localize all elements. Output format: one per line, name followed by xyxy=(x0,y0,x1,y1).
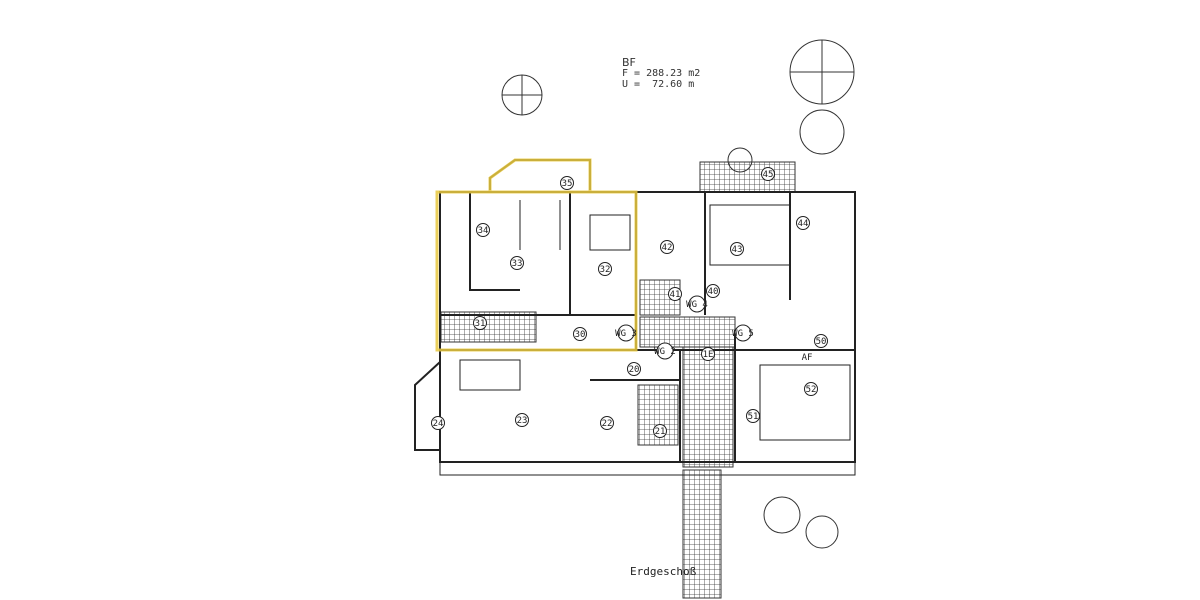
room-label: 21 xyxy=(653,424,667,438)
svg-text:34: 34 xyxy=(478,226,489,236)
svg-text:41: 41 xyxy=(670,290,681,300)
room-label: 35 xyxy=(560,176,574,190)
tiled-floors xyxy=(440,161,796,599)
room-label: 22 xyxy=(600,416,614,430)
room-label: 31 xyxy=(473,316,487,330)
svg-text:22: 22 xyxy=(602,419,613,429)
tree-icon xyxy=(501,39,855,549)
svg-text:WG 5: WG 5 xyxy=(732,329,754,339)
room-label: 32 xyxy=(598,262,612,276)
svg-text:31: 31 xyxy=(475,319,486,329)
room-label: 50 xyxy=(814,334,828,348)
room-label: 52 xyxy=(804,382,818,396)
svg-text:WG 3: WG 3 xyxy=(615,329,637,339)
room-label: 33 xyxy=(510,256,524,270)
svg-text:32: 32 xyxy=(600,265,611,275)
svg-text:40: 40 xyxy=(708,287,719,297)
room-label: 43 xyxy=(730,242,744,256)
svg-text:33: 33 xyxy=(512,259,523,269)
svg-text:44: 44 xyxy=(798,219,809,229)
room-label: 20 xyxy=(627,362,641,376)
svg-text:1E: 1E xyxy=(703,350,714,360)
info-area: F = 288.23 m2 xyxy=(622,68,701,79)
room-label: 42 xyxy=(660,240,674,254)
highlighted-unit-outline xyxy=(435,158,638,352)
svg-text:20: 20 xyxy=(629,365,640,375)
svg-text:WG 2: WG 2 xyxy=(654,347,676,357)
room-label: 23 xyxy=(515,413,529,427)
svg-text:43: 43 xyxy=(732,245,743,255)
info-perimeter: U = 72.60 m xyxy=(622,79,695,90)
room-label: WG 2 xyxy=(654,342,676,360)
room-label: AF xyxy=(802,353,813,363)
room-label: 1E xyxy=(701,347,715,361)
svg-text:AF: AF xyxy=(802,353,813,363)
svg-text:WG 4: WG 4 xyxy=(686,300,708,310)
room-label: 44 xyxy=(796,216,810,230)
plan-title: Erdgeschoß xyxy=(630,565,697,578)
svg-text:23: 23 xyxy=(517,416,528,426)
svg-text:52: 52 xyxy=(806,385,817,395)
room-label: 41 xyxy=(668,287,682,301)
room-label: 45 xyxy=(761,167,775,181)
info-label: BF xyxy=(622,56,636,69)
svg-text:50: 50 xyxy=(816,337,827,347)
svg-text:35: 35 xyxy=(562,179,573,189)
room-label: 30 xyxy=(573,327,587,341)
room-label: WG 4 xyxy=(686,295,708,313)
svg-text:51: 51 xyxy=(748,412,759,422)
svg-text:30: 30 xyxy=(575,330,586,340)
room-label: WG 3 xyxy=(615,324,637,342)
room-label: 24 xyxy=(431,416,445,430)
room-label: WG 5 xyxy=(732,324,754,342)
room-label: 34 xyxy=(476,223,490,237)
svg-text:42: 42 xyxy=(662,243,673,253)
svg-text:45: 45 xyxy=(763,170,774,180)
room-label: 40 xyxy=(706,284,720,298)
svg-text:24: 24 xyxy=(433,419,444,429)
room-label: 51 xyxy=(746,409,760,423)
svg-text:21: 21 xyxy=(655,427,666,437)
